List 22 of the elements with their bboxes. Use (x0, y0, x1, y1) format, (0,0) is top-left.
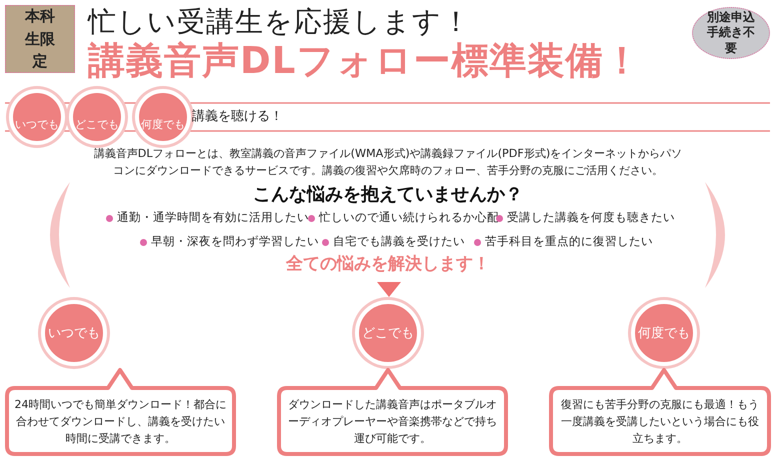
callout-box: 24時間いつでも簡単ダウンロード！都合に合わせてダウンロードし、講義を受けたい時間に受講できます。 (5, 368, 236, 456)
callout-box: ダウンロードした講義音声はポータブルオーディオプレーヤーや音楽携帯などで持ち運び可能です。 (277, 368, 508, 456)
title-text: 講義音声DLフォロー標準装備！ (88, 38, 642, 84)
label-badge: 本科生限定 (5, 5, 75, 73)
conclusion-text: 全ての悩みを解決します！ (284, 253, 491, 275)
tagline-text: 講義を聴ける！ (192, 108, 283, 125)
keyword-circle: どこでも (69, 89, 125, 145)
keyword-circle: どこでも (355, 300, 421, 366)
bullet-item: 早朝・深夜を問わず学習したい (140, 234, 319, 249)
keyword-circle: いつでも (41, 300, 107, 366)
question-heading: こんな悩みを抱えていませんか？ (252, 183, 524, 206)
subtitle-text: 忙しい受講生を応援します！ (88, 4, 471, 40)
callout-box: 復習にも苦手分野の克服にも最適！もう一度講義を受講したいという場合にも役立ちます。 (549, 368, 771, 456)
keyword-circle: いつでも (9, 89, 65, 145)
keyword-circle: 何度でも (631, 300, 697, 366)
bullet-item: 自宅でも講義を受けたい (322, 234, 465, 249)
keyword-circle: 何度でも (135, 89, 191, 145)
bullet-item: 苦手科目を重点的に復習したい (474, 234, 653, 249)
description-text: 講義音声DLフォローとは、教室講義の音声ファイル(WMA形式)や講義録ファイル(PDF形式)をインターネットからパソコンにダウンロードできるサービスです。講義の復習や欠席時のフォロー、苦手分野の克服にご活用ください。 (92, 146, 684, 180)
note-oval: 別途申込手続き不要 (692, 7, 770, 59)
bullet-item: 通勤・通学時間を有効に活用したい (106, 210, 309, 225)
bullet-item: 忙しいので通い続けられるか心配 (308, 210, 499, 225)
